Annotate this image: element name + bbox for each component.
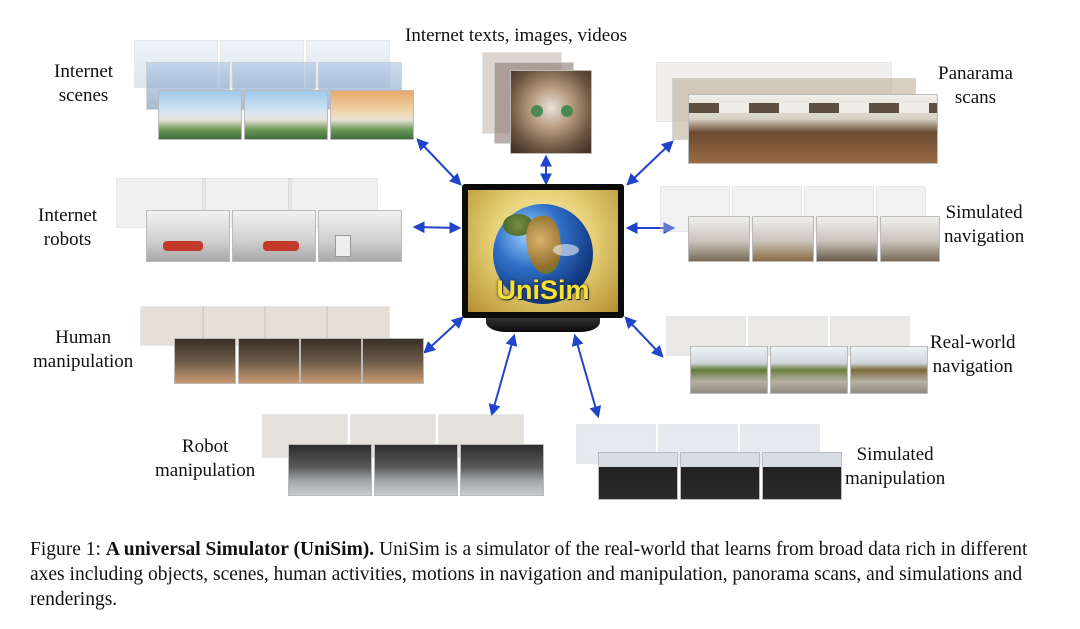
outdoor-path-image [690, 346, 768, 394]
robot-arm-image [232, 210, 316, 262]
hands-kitchen-image [238, 338, 300, 384]
panorama-room-image [688, 94, 938, 164]
simulated-manipulation-images [576, 424, 844, 500]
caption-prefix: Figure 1: [30, 539, 106, 560]
indoor-room-image [752, 216, 814, 262]
outdoor-path-image [850, 346, 928, 394]
caption-text: UniSim is a simulator of the real-world … [30, 539, 1028, 610]
arrow-robot-manip [488, 333, 518, 417]
unisim-monitor: UniSim [462, 184, 624, 318]
figure-caption: Figure 1: A universal Simulator (UniSim)… [30, 537, 1060, 612]
robot-arm-image [318, 210, 402, 262]
indoor-room-image [688, 216, 750, 262]
monitor-screen: UniSim [468, 190, 618, 312]
robot-arm-image [146, 210, 230, 262]
unisim-title: UniSim [496, 275, 590, 305]
earth-globe-icon [493, 204, 593, 304]
robot-manipulation-images [262, 414, 548, 496]
internet-scenes-images [134, 40, 414, 142]
cat-image [510, 70, 592, 154]
panorama-scans-images [656, 62, 938, 164]
sink-robot-image [460, 444, 544, 496]
internet-robots-images [116, 178, 404, 264]
taj-mahal-image [330, 90, 414, 140]
hands-kitchen-image [300, 338, 362, 384]
outdoor-path-image [770, 346, 848, 394]
hands-kitchen-image [362, 338, 424, 384]
monitor-stand [486, 318, 600, 332]
label-internet-media: Internet texts, images, videos [405, 25, 628, 46]
sink-robot-image [288, 444, 372, 496]
arrow-human-manip [423, 316, 464, 354]
realworld-navigation-images [666, 316, 930, 394]
arrow-sim-manip [571, 333, 602, 419]
hands-kitchen-image [174, 338, 236, 384]
arrow-internet-scenes [416, 138, 462, 186]
arrow-panorama [626, 140, 674, 186]
sink-robot-image [374, 444, 458, 496]
caption-bold: A universal Simulator (UniSim). [105, 539, 375, 560]
human-manipulation-images [140, 306, 424, 384]
indoor-room-image [880, 216, 940, 262]
arrow-real-nav [624, 316, 664, 358]
sim-table-image [598, 452, 678, 500]
sim-table-image [762, 452, 842, 500]
sim-table-image [680, 452, 760, 500]
taj-mahal-image [158, 90, 242, 140]
arrow-internet-robots [412, 221, 462, 234]
simulated-navigation-images [660, 186, 940, 264]
internet-media-images [482, 52, 594, 156]
indoor-room-image [816, 216, 878, 262]
taj-mahal-image [244, 90, 328, 140]
